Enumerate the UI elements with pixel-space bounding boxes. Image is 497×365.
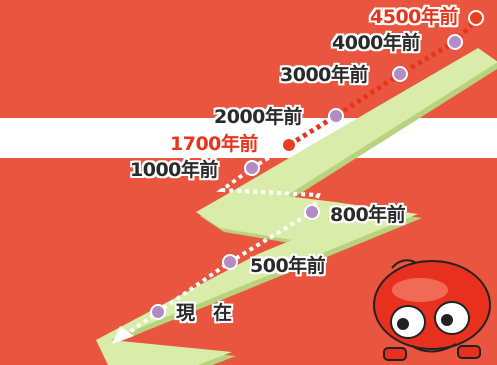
timeline-marker-800	[304, 204, 320, 220]
timeline-label-now: 現 在	[176, 302, 232, 324]
timeline-label-4000: 4000年前	[332, 32, 420, 54]
zigzag-band	[96, 48, 497, 365]
timeline-marker-1700	[281, 137, 297, 153]
timeline-marker-1000	[244, 160, 260, 176]
white-stripe	[0, 118, 497, 158]
timeline-label-800: 800年前	[330, 204, 406, 226]
timeline-marker-500	[222, 254, 238, 270]
timeline-label-4500: 4500年前	[370, 6, 458, 28]
timeline-label-1700: 1700年前	[170, 133, 258, 155]
timeline-marker-3000	[392, 66, 408, 82]
timeline-marker-4000	[447, 34, 463, 50]
timeline-label-3000: 3000年前	[280, 64, 368, 86]
arrow-head-icon	[112, 326, 134, 344]
timeline-label-1000: 1000年前	[130, 159, 218, 181]
timeline-marker-now	[150, 304, 166, 320]
red-car-character-icon	[373, 259, 491, 361]
timeline-markers	[150, 10, 484, 320]
timeline-marker-4500	[468, 10, 484, 26]
timeline-marker-2000	[328, 108, 344, 124]
timeline-label-500: 500年前	[250, 255, 326, 277]
timeline-label-2000: 2000年前	[214, 106, 302, 128]
